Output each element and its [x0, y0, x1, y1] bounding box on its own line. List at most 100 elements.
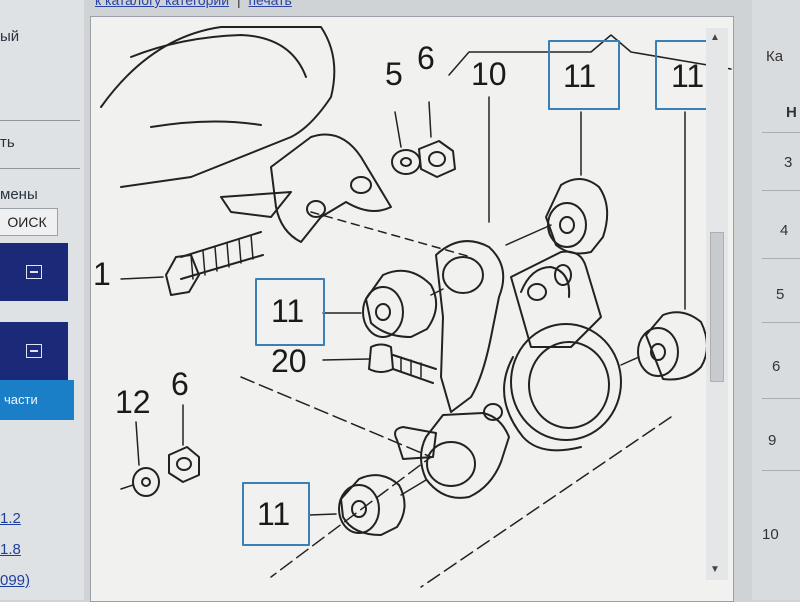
table-divider [762, 398, 800, 399]
sidebar-link-3[interactable]: 099) [0, 572, 31, 589]
bracket [270, 133, 392, 243]
table-divider [762, 258, 800, 259]
callout-1: 1 [93, 256, 111, 292]
callout-11-top-right[interactable]: 11 [671, 58, 704, 94]
assembly-guide [400, 479, 427, 496]
callout-leader [120, 276, 164, 280]
washer-12 [141, 477, 151, 487]
callout-leader [322, 358, 370, 361]
collapse-icon[interactable] [26, 265, 42, 279]
link-separator: | [236, 0, 241, 8]
parts-diagram-svg: 1 5 6 10 11 11 11 20 12 6 11 [93, 26, 732, 588]
sidebar-divider [0, 168, 80, 169]
sidebar-section-block [0, 322, 68, 380]
callout-leader [428, 101, 432, 138]
assembly-guide [430, 288, 444, 296]
tensioner-body [510, 250, 602, 348]
pulley [510, 323, 622, 441]
bushing-11 [362, 286, 404, 338]
lower-arm [420, 412, 510, 499]
link-print[interactable]: печать [248, 0, 292, 8]
tensioner-hole [554, 264, 572, 286]
diagram-scrollbar[interactable]: ▲ ▼ [706, 28, 728, 580]
bracket-hole [306, 200, 326, 218]
parts-table: Ка Н 3 4 5 6 9 10 [752, 0, 800, 600]
engine-block-outline [100, 26, 336, 188]
scroll-up-icon[interactable]: ▲ [710, 32, 720, 43]
nut-6-bottom [168, 446, 200, 483]
bushing-11 [365, 269, 438, 338]
table-cell: 10 [762, 526, 779, 543]
callout-box [548, 40, 620, 110]
bracket [220, 191, 292, 218]
scroll-down-icon[interactable]: ▼ [710, 564, 720, 575]
callout-20: 20 [271, 343, 307, 379]
sidebar-text-top: ый [0, 28, 20, 45]
nut-6-bottom [176, 457, 192, 471]
nut-6 [418, 140, 456, 178]
assembly-guide [310, 211, 472, 258]
bolt-20 [400, 356, 422, 378]
callout-box [255, 278, 325, 346]
table-cell: 4 [780, 222, 789, 239]
table-divider [762, 470, 800, 471]
table-cell: 3 [784, 154, 793, 171]
scroll-thumb[interactable] [710, 232, 724, 382]
callout-6-bottom: 6 [171, 366, 189, 402]
washer-5 [400, 157, 412, 167]
callout-box [242, 482, 310, 546]
bolt-1 [190, 234, 254, 280]
callout-10: 10 [471, 56, 507, 92]
table-cell: 5 [776, 286, 785, 303]
sidebar-item-parts[interactable]: части [0, 380, 74, 420]
tensioner-bore [442, 256, 484, 294]
table-header-k: Ка [766, 48, 784, 65]
washer-5 [391, 149, 421, 175]
bolt-1 [180, 231, 264, 280]
collapse-icon[interactable] [26, 344, 42, 358]
tensioner-arm [435, 240, 505, 413]
lower-bore [426, 441, 476, 487]
assembly-guide [620, 356, 640, 366]
engine-block-outline [130, 34, 307, 78]
engine-block-outline [150, 120, 262, 128]
callout-bracket [448, 34, 732, 76]
table-cell: 9 [768, 432, 777, 449]
bushing-11 [545, 178, 609, 255]
bushing-11 [650, 343, 666, 361]
parts-diagram: 1 5 6 10 11 11 11 20 12 6 11 [90, 16, 734, 602]
callout-11-bottom[interactable]: 11 [257, 496, 290, 532]
bolt-1-head [165, 254, 200, 296]
link-categories[interactable]: к каталогу категорий [95, 0, 230, 8]
tensioner-body [520, 266, 571, 298]
pulley [528, 341, 610, 429]
callout-11-mid[interactable]: 11 [271, 293, 304, 329]
callout-11-top-left[interactable]: 11 [563, 58, 596, 94]
bushing-11 [351, 500, 367, 518]
callout-leader [394, 111, 402, 148]
assembly-guide [240, 376, 432, 578]
bushing-11 [637, 327, 679, 377]
sidebar-link-1[interactable]: 1.2 [0, 510, 21, 527]
search-button[interactable]: ОИСК [0, 208, 58, 236]
assembly-guide [505, 224, 552, 246]
bushing-11 [340, 474, 406, 536]
bolt-20 [392, 354, 437, 384]
sidebar-text-replace: мены [0, 186, 38, 203]
callout-leader [308, 513, 337, 516]
table-divider [762, 190, 800, 191]
bushing-11 [375, 303, 391, 321]
assembly-guide [420, 416, 672, 588]
bracket-hole [350, 176, 372, 194]
table-header-h: Н [786, 104, 797, 121]
bushing-11 [547, 202, 587, 248]
top-links: к каталогу категорий | печать [95, 0, 395, 10]
washer-12 [132, 467, 160, 497]
callout-leader [135, 421, 140, 466]
sidebar-link-2[interactable]: 1.8 [0, 541, 21, 558]
bolt-20 [368, 343, 394, 373]
bolt-small [483, 403, 503, 421]
sidebar: ый ть мены ОИСК части 1.2 1.8 099) [0, 0, 84, 600]
pulley [503, 356, 582, 452]
callout-5: 5 [385, 56, 403, 92]
